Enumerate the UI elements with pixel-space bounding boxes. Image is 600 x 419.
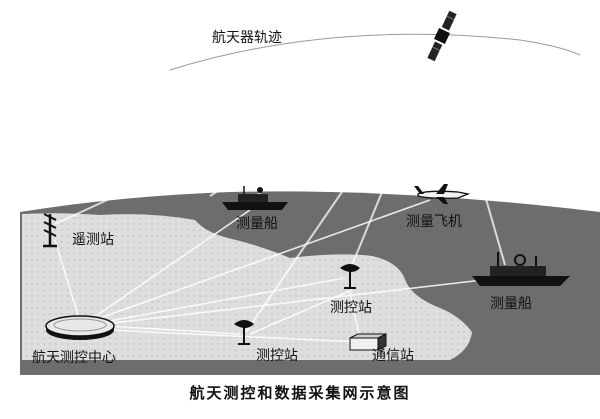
control-station-upper-dish-icon — [340, 264, 360, 289]
ship-right-label: 测量船 — [490, 296, 532, 312]
spacecraft-orbit-arc — [169, 33, 581, 71]
control-station-lower-dish-icon — [234, 320, 254, 345]
telemetry-station-antenna-icon — [43, 213, 57, 248]
orbit-label: 航天器轨迹 — [212, 30, 282, 46]
satellite-icon — [427, 10, 457, 62]
tracking-ship-left-icon — [222, 186, 288, 210]
control-station-upper-label: 测控站 — [330, 300, 372, 316]
airplane-label: 测量飞机 — [406, 214, 462, 230]
control-center-dome-icon — [45, 315, 115, 340]
tracking-aircraft-icon — [414, 184, 471, 204]
telemetry-station-label: 遥测站 — [72, 232, 114, 248]
communication-station-building-icon — [349, 333, 387, 351]
comm-station-label: 通信站 — [372, 348, 414, 364]
control-center-label: 航天测控中心 — [32, 350, 116, 366]
ship-left-label: 测量船 — [236, 216, 278, 232]
diagram-caption: 航天测控和数据采集网示意图 — [189, 384, 410, 402]
satellite-signal-lines — [54, 45, 506, 333]
land-texture — [22, 213, 472, 360]
tracking-ship-right-icon — [472, 252, 570, 286]
control-station-lower-label: 测控站 — [256, 348, 298, 364]
ground-network-lines — [54, 199, 501, 343]
